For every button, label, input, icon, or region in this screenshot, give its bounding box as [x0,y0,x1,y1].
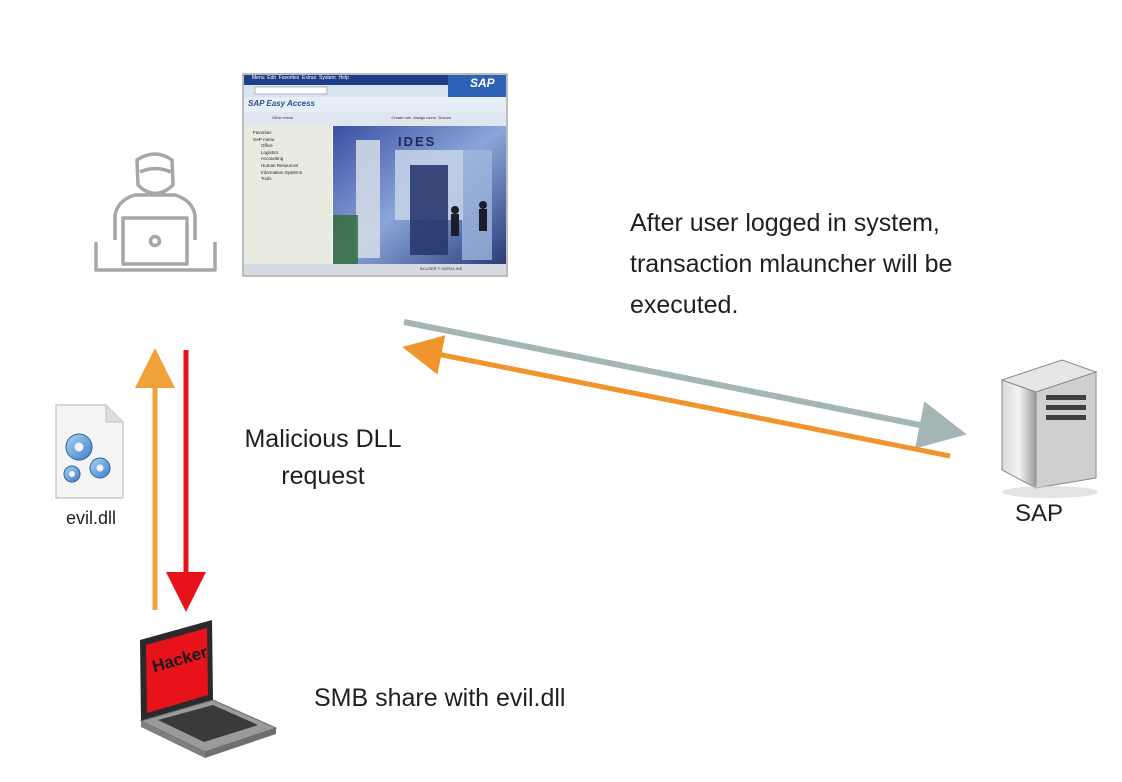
sap-toolbar: Other menu Create role Assign users Docu… [272,115,451,120]
sap-menu-tree: Favorites SAP menu Office Logistics Acco… [253,130,302,183]
sap-status-bar: BCUSER T SAPDA INS [420,266,463,271]
arrow-to-sap [403,319,967,449]
tree-item-sap-menu: SAP menu [253,136,275,142]
tree-item-favorites: Favorites [253,130,272,135]
sap-logo: SAP [470,76,495,90]
dll-file-icon [55,404,124,499]
smb-share-caption: SMB share with evil.dll [314,684,566,712]
tree-item-human-resources: Human Resources [261,162,299,168]
sap-menu-item: Favorites [278,75,300,81]
sap-server-icon [1000,359,1098,498]
sap-menu-item: Help [338,75,349,81]
hacker-laptop-icon [139,620,278,758]
sap-menu-item: System [319,75,336,81]
dll-request-caption: Malicious DLL request [228,421,418,495]
dll-file-caption: evil.dll [65,508,117,528]
sap-menu-item: Edit [267,75,276,81]
sap-toolbar-item: Other menu [272,115,294,120]
server-caption: SAP [1014,500,1064,527]
sap-toolbar-item: Assign users [413,115,437,120]
sap-screen-title: SAP Easy Access [248,99,316,108]
ides-banner: IDES [398,134,437,149]
sap-toolbar-item: Create role [391,115,412,120]
sap-menu-item: Extras [302,75,317,81]
dll-request-line1: Malicious DLL [244,425,402,453]
arrow-from-sap [402,335,951,459]
tree-item-logistics: Logistics [261,149,279,155]
sap-gui-window [242,73,508,277]
sap-menu-bar: Menu Edit Favorites Extras System Help [252,75,349,81]
sap-toolbar-item: Docum [438,115,451,120]
tree-item-office: Office [261,143,273,149]
tree-item-information-systems: Information Systems [261,169,303,175]
tree-item-tools: Tools [261,176,272,182]
sap-flow-caption: After user logged in system, transaction… [630,209,953,319]
tree-item-accounting: Accounting [261,156,284,162]
dll-request-line2: request [281,462,365,490]
sap-menu-item: Menu [252,75,265,81]
user-laptop-icon [94,152,217,272]
